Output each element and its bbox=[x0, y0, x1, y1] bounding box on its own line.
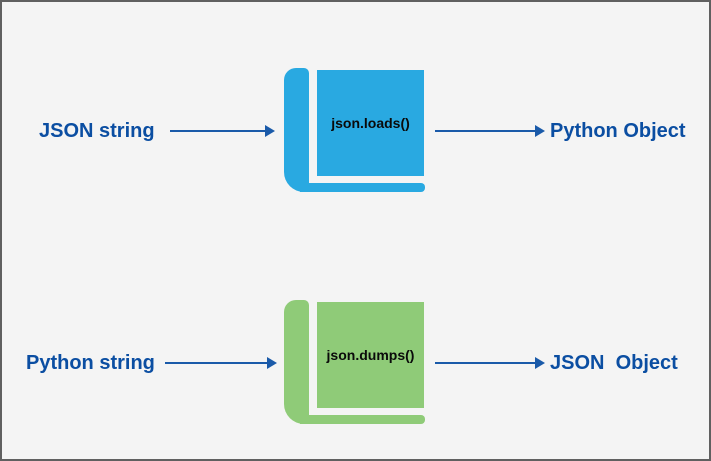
input-label-python-string: Python string bbox=[26, 352, 155, 374]
output-label-json-object: JSON Object bbox=[550, 352, 678, 374]
book-spine bbox=[284, 68, 309, 192]
book-cover: json.dumps() bbox=[317, 302, 424, 408]
arrow-line bbox=[170, 130, 265, 132]
arrow-right-icon bbox=[435, 124, 545, 138]
book-cover: json.loads() bbox=[317, 70, 424, 176]
arrow-head-icon bbox=[535, 125, 545, 137]
book-pages bbox=[300, 183, 425, 192]
book-icon-loads: json.loads() bbox=[284, 68, 425, 194]
arrow-head-icon bbox=[267, 357, 277, 369]
arrow-line bbox=[435, 130, 535, 132]
book-pages bbox=[300, 415, 425, 424]
book-icon-dumps: json.dumps() bbox=[284, 300, 425, 426]
arrow-line bbox=[165, 362, 267, 364]
arrow-right-icon bbox=[435, 356, 545, 370]
output-label-python-object: Python Object bbox=[550, 120, 686, 142]
function-label-dumps: json.dumps() bbox=[326, 347, 415, 363]
function-label-loads: json.loads() bbox=[331, 115, 410, 131]
arrow-line bbox=[435, 362, 535, 364]
arrow-head-icon bbox=[265, 125, 275, 137]
book-spine bbox=[284, 300, 309, 424]
arrow-right-icon bbox=[170, 124, 275, 138]
arrow-head-icon bbox=[535, 357, 545, 369]
input-label-json-string: JSON string bbox=[39, 120, 155, 142]
arrow-right-icon bbox=[165, 356, 277, 370]
